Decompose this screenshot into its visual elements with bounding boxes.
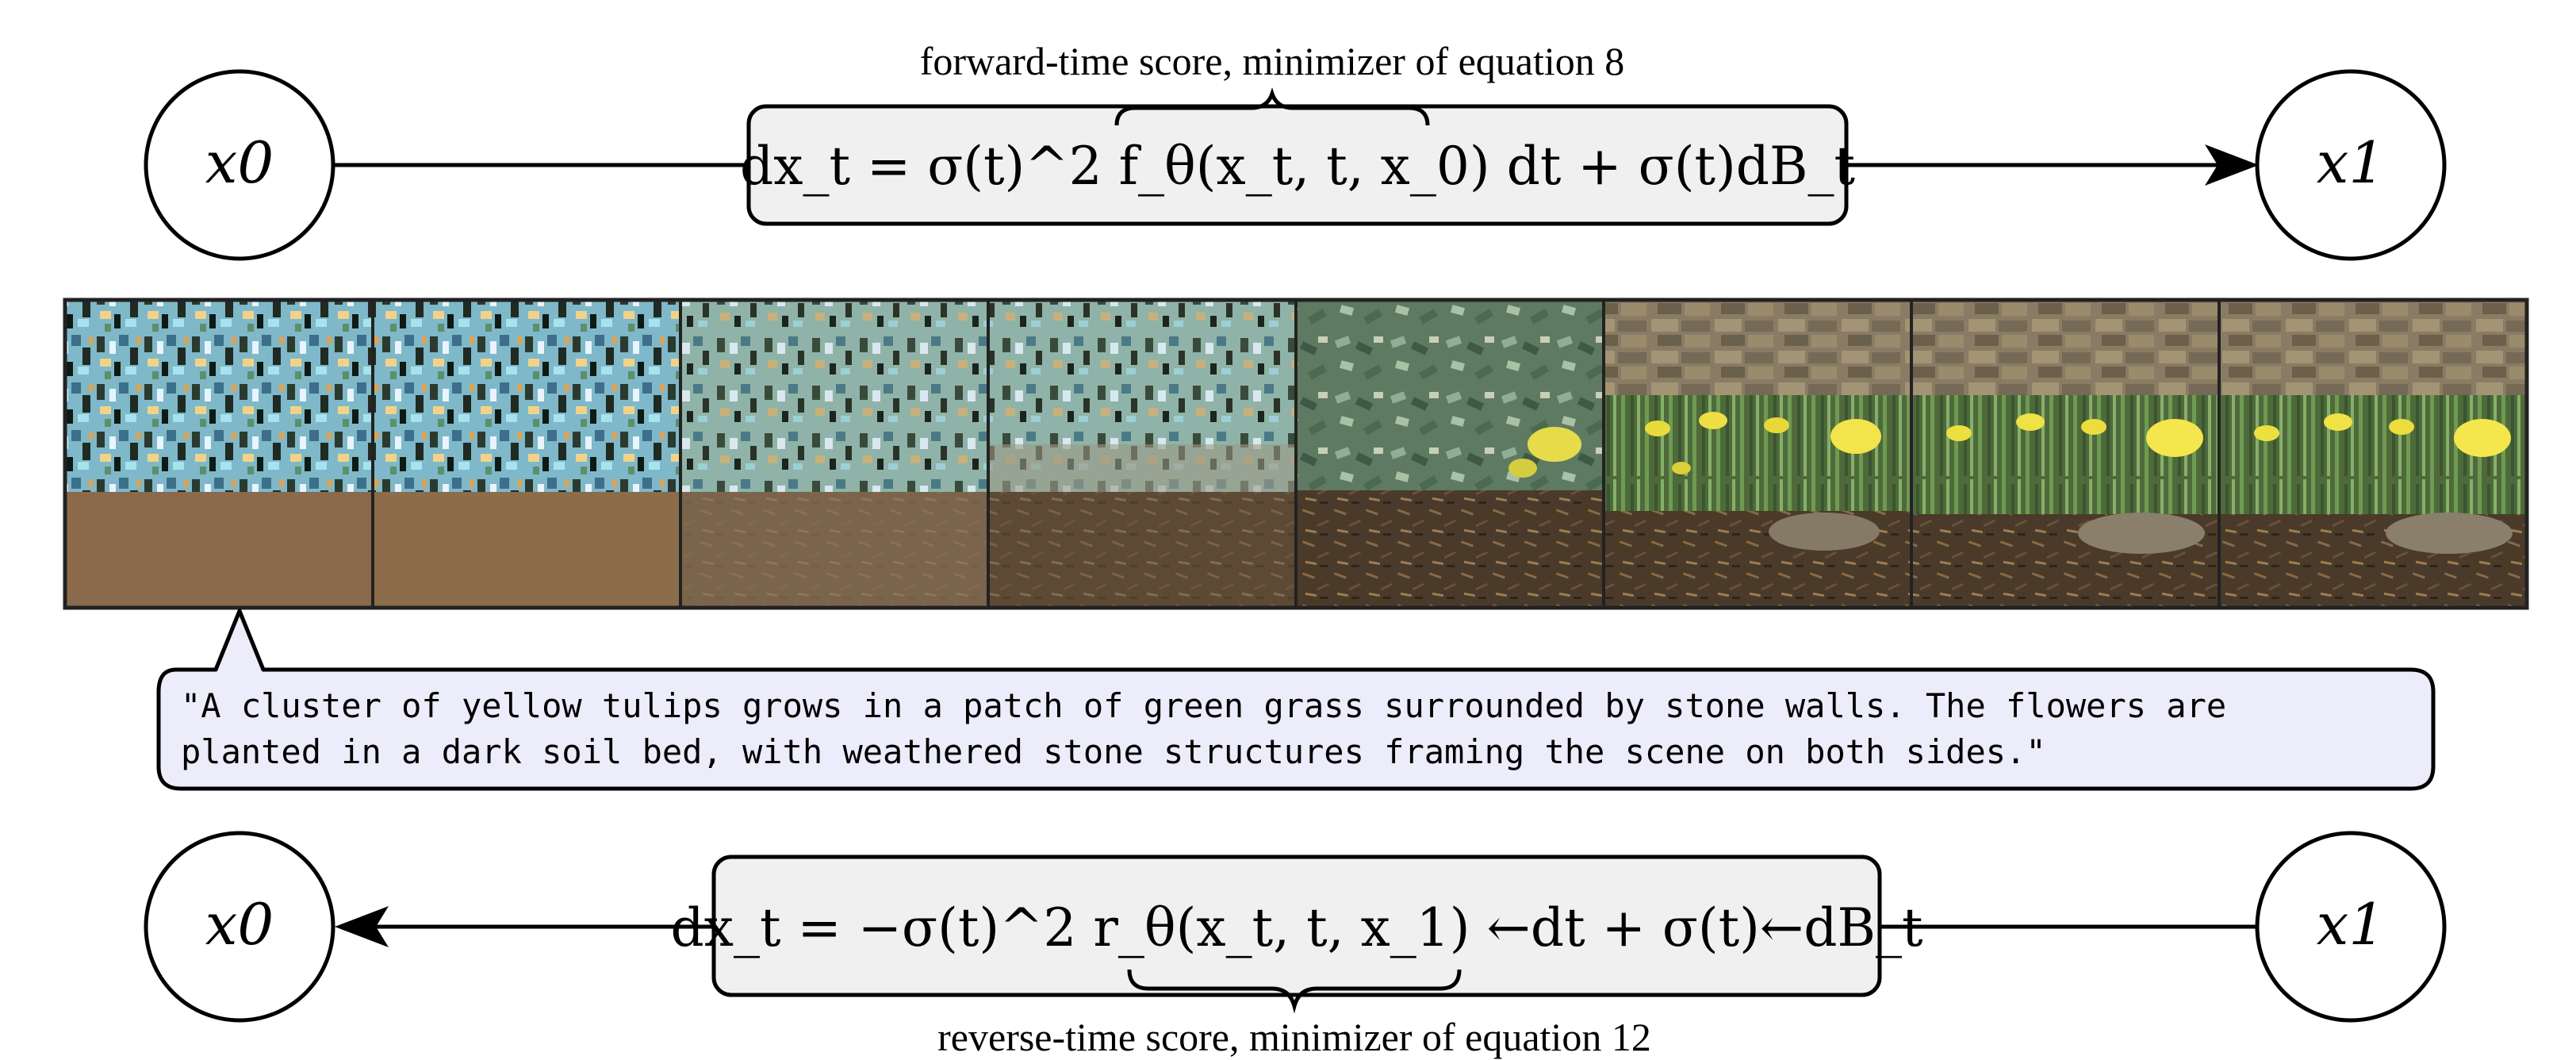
svg-text:x1: x1	[2317, 891, 2385, 958]
strip-frame-3	[680, 300, 988, 608]
svg-text:x1: x1	[2317, 129, 2385, 196]
prompt-line-2: planted in a dark soil bed, with weather…	[181, 732, 2046, 771]
reverse-brace	[1127, 969, 1462, 1014]
forward-brace	[1114, 87, 1430, 126]
svg-text:x0: x0	[205, 891, 274, 958]
strip-frame-5	[1296, 300, 1604, 608]
reverse-row: x0 x1 dx_t = −σ(t)^2 r_θ(x_t, t, x_1) ←d…	[144, 831, 2447, 1059]
reverse-start-node: x0	[144, 831, 335, 1023]
reverse-end-node: x1	[2255, 831, 2447, 1023]
reverse-start-node-label: x0	[205, 891, 274, 958]
strip-frame-6	[1604, 300, 1911, 608]
reverse-end-node-label: x1	[2317, 891, 2385, 958]
forward-brace-caption: forward-time score, minimizer of equatio…	[920, 39, 1625, 83]
prompt-callout-box	[156, 609, 2436, 791]
forward-row: x0 x1 dx_t = σ(t)^2 f_θ(x_t, t, x_0) dt …	[144, 39, 2447, 261]
strip-frame-8	[2219, 300, 2527, 608]
strip-frame-4	[988, 300, 1296, 608]
forward-arrowhead	[2205, 144, 2259, 186]
reverse-equation-box	[711, 855, 1882, 997]
svg-text:x0: x0	[205, 129, 274, 196]
strip-frame-1	[65, 300, 373, 608]
strip-frame-2	[373, 300, 680, 608]
prompt-callout: "A cluster of yellow tulips grows in a p…	[156, 609, 2436, 791]
reverse-equation: dx_t = −σ(t)^2 r_θ(x_t, t, x_1) ←dt + σ(…	[670, 897, 1922, 958]
strip-frame-7	[1911, 300, 2219, 608]
prompt-line-1: "A cluster of yellow tulips grows in a p…	[181, 686, 2226, 725]
reverse-arrowhead	[335, 906, 389, 947]
image-strip	[63, 298, 2529, 610]
forward-start-node: x0	[144, 69, 335, 261]
forward-start-node-label: x0	[205, 129, 274, 196]
forward-end-node-label: x1	[2317, 129, 2385, 196]
forward-end-node: x1	[2255, 69, 2447, 261]
forward-equation: dx_t = σ(t)^2 f_θ(x_t, t, x_0) dt + σ(t)…	[740, 136, 1855, 197]
reverse-brace-caption: reverse-time score, minimizer of equatio…	[937, 1015, 1651, 1059]
